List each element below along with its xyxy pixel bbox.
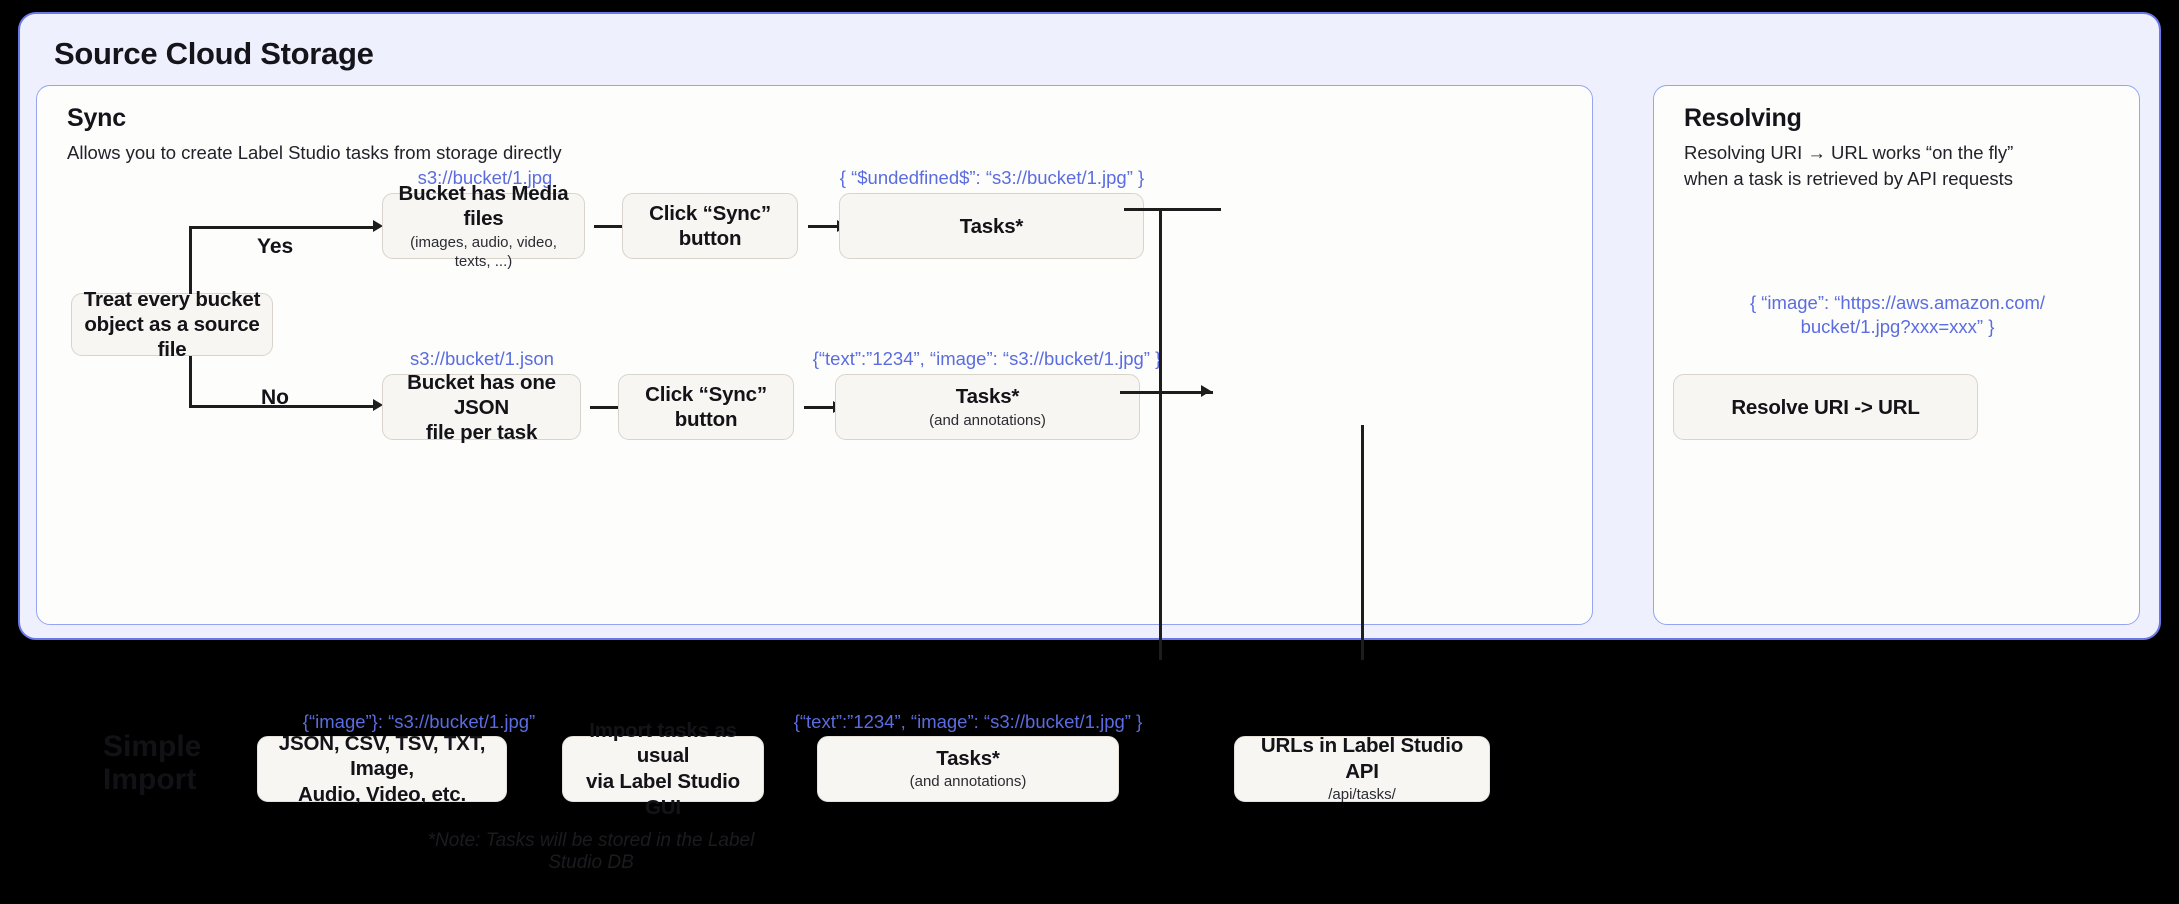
bucket-media-subtitle: (images, audio, video, texts, ...) (410, 233, 557, 270)
resolve-uri-to-url-box[interactable]: Resolve URI -> URL (1673, 374, 1978, 440)
urls-api-line2: /api/tasks/ (1328, 786, 1396, 804)
yes-branch-uri-annotation: s3://bucket/1.jpg (417, 167, 553, 188)
click-sync-label-no: Click “Sync” button (645, 383, 767, 431)
import-tasks-box[interactable]: Tasks* (and annotations) (817, 736, 1119, 802)
import-tasks-annotation: {“text”:”1234”, “image”: “s3://bucket/1.… (793, 711, 1143, 732)
page-title: Source Cloud Storage (54, 36, 374, 71)
import-gui-line1: Import tasks as usual (589, 718, 737, 768)
tasks-box-no-subtitle: (and annotations) (929, 411, 1046, 429)
no-branch-task-annotation: {“text”:”1234”, “image”: “s3://bucket/1.… (812, 348, 1162, 369)
resolving-card-title: Resolving (1684, 104, 1802, 132)
yes-arrow2-line (808, 225, 840, 228)
yes-branch-arrowhead (373, 220, 383, 232)
no-label: No (261, 386, 289, 409)
click-sync-button-box-yes[interactable]: Click “Sync” button (622, 193, 798, 259)
resolve-to-api-vline (1361, 425, 1364, 660)
import-formats-line2: Audio, Video, etc. (297, 782, 467, 806)
yes-branch-hline (189, 226, 375, 229)
resolve-uri-label: Resolve URI -> URL (1731, 395, 1920, 419)
yes-label: Yes (257, 235, 294, 258)
no-arrow2-line (804, 406, 836, 409)
source-cloud-storage-panel: Source Cloud Storage Sync Allows you to … (18, 12, 2161, 640)
yes-arrow1-line (594, 225, 626, 228)
click-sync-label-yes: Click “Sync” button (649, 202, 771, 250)
tasks-box-yes-title: Tasks* (959, 214, 1024, 238)
urls-api-line1: URLs in Label Studio API (1260, 734, 1464, 783)
yes-branch-vline (189, 226, 192, 294)
sync-card-subtitle: Allows you to create Label Studio tasks … (67, 142, 562, 163)
bucket-media-title: Bucket has Media files (398, 181, 569, 230)
import-formats-line1: JSON, CSV, TSV, TXT, Image, (278, 731, 486, 781)
simple-import-title: Simple Import (103, 730, 202, 796)
simple-import-section: Simple Import {“image”}: “s3://bucket/1.… (0, 640, 2179, 904)
no-branch-hline (189, 405, 375, 408)
import-tasks-line1: Tasks* (936, 746, 1000, 770)
no-branch-vline (189, 356, 192, 407)
tasks-yes-exit-hline (1124, 208, 1221, 211)
urls-in-api-box[interactable]: URLs in Label Studio API /api/tasks/ (1234, 734, 1490, 804)
no-branch-arrowhead (373, 399, 383, 411)
bucket-has-json-files-box[interactable]: Bucket has one JSON file per task (382, 371, 581, 444)
click-sync-button-box-no[interactable]: Click “Sync” button (618, 374, 794, 440)
import-gui-line2: via Label Studio GUI (586, 770, 740, 819)
tasks-box-no-title: Tasks* (955, 384, 1020, 408)
bucket-json-line2: file per task (425, 420, 538, 444)
import-tasks-line2: (and annotations) (909, 773, 1027, 791)
resolved-url-annotation: { “image”: “https://aws.amazon.com/ buck… (1749, 292, 2046, 338)
import-formats-annotation: {“image”}: “s3://bucket/1.jpg” (302, 711, 536, 732)
tasks-no-to-resolve-arrowhead (1201, 385, 1211, 397)
yes-branch-task-annotation: { “$undedfined$”: “s3://bucket/1.jpg” } (839, 167, 1145, 188)
sync-card: Sync Allows you to create Label Studio t… (36, 85, 1593, 625)
sync-card-title: Sync (67, 104, 126, 132)
tasks-box-yes[interactable]: Tasks* (839, 193, 1144, 259)
bucket-has-media-files-box[interactable]: Bucket has Media files (images, audio, v… (382, 182, 585, 270)
decision-box-line1: Treat every bucket (83, 288, 261, 311)
import-via-gui-box[interactable]: Import tasks as usual via Label Studio G… (562, 719, 764, 819)
decision-box-treat-bucket-object[interactable]: Treat every bucket object as a source fi… (71, 288, 273, 361)
footnote: *Note: Tasks will be stored in the Label… (427, 830, 755, 873)
decision-box-line2: object as a source file (84, 313, 260, 361)
no-arrow1-line (590, 406, 622, 409)
bucket-json-line1: Bucket has one JSON (407, 370, 556, 419)
import-formats-box[interactable]: JSON, CSV, TSV, TXT, Image, Audio, Video… (257, 732, 507, 806)
no-branch-uri-annotation: s3://bucket/1.json (410, 348, 554, 369)
tasks-yes-trunk-vline (1159, 208, 1162, 660)
tasks-no-to-resolve-hline (1120, 391, 1213, 394)
resolving-card-subtitle: Resolving URI → URL works “on the fly” w… (1684, 142, 2014, 190)
resolving-card: Resolving Resolving URI → URL works “on … (1653, 85, 2140, 625)
tasks-box-no[interactable]: Tasks* (and annotations) (835, 374, 1140, 440)
